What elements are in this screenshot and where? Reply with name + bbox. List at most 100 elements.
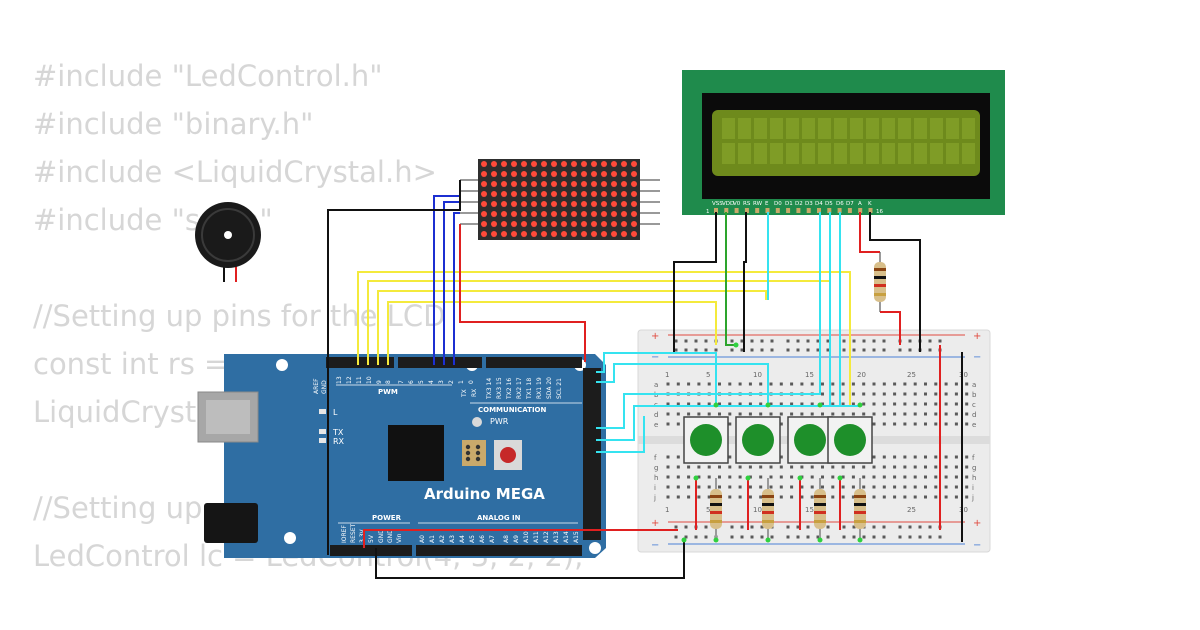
- led-matrix-dot: [551, 181, 557, 187]
- row-letter-c-right: c: [972, 401, 976, 409]
- rail-hole: [928, 348, 932, 352]
- led-matrix-dot: [511, 191, 517, 197]
- led-matrix-dot: [521, 201, 527, 207]
- lcd-character-cell: [898, 143, 911, 164]
- breadboard-hole: [738, 495, 742, 499]
- rail-hole: [694, 339, 698, 343]
- wire-blue-din[interactable]: [433, 195, 460, 365]
- push-button-1[interactable]: [683, 416, 729, 464]
- pin-label-rx0: RX: [471, 389, 478, 397]
- breadboard-hole: [944, 455, 948, 459]
- breadboard-hole: [893, 485, 897, 489]
- wire-yellow-d5[interactable]: [377, 290, 767, 365]
- lcd-character-cells: [722, 118, 975, 164]
- pin-label-rx3: RX3 15: [496, 377, 503, 399]
- breadboard-hole: [872, 465, 876, 469]
- led-matrix-dot: [591, 191, 597, 197]
- rail-hole: [796, 525, 800, 529]
- wire-black-matrix-gnd[interactable]: [327, 180, 461, 555]
- wire-black-lcd-k[interactable]: [869, 212, 921, 352]
- led-matrix-dot: [621, 161, 627, 167]
- rail-hole: [872, 339, 876, 343]
- wire-green-lcd-vdd[interactable]: [725, 212, 736, 346]
- wire-blue-clk[interactable]: [453, 212, 460, 365]
- push-button-cap[interactable]: [794, 424, 826, 456]
- push-button-cap[interactable]: [690, 424, 722, 456]
- led-matrix-dot: [501, 231, 507, 237]
- row-letter-h-left: h: [654, 474, 658, 482]
- push-buttons[interactable]: [683, 416, 873, 464]
- breadboard-hole: [903, 455, 907, 459]
- pin-label-a6: A6: [479, 535, 486, 543]
- lcd-character-cell: [882, 143, 895, 164]
- wire-red-matrix-vcc[interactable]: [459, 224, 586, 362]
- push-button-2[interactable]: [735, 416, 781, 464]
- led-matrix-dot: [551, 231, 557, 237]
- arduino-mega-board[interactable]: PWR L TX RX Arduino MEGA PWM COMMUNICATI…: [197, 354, 606, 558]
- pin-label-tx1: TX1 18: [526, 378, 533, 400]
- resistor-band: [874, 293, 886, 296]
- breadboard-hole: [924, 402, 927, 406]
- led-matrix[interactable]: [460, 159, 660, 240]
- wire-yellow-d4[interactable]: [387, 301, 717, 365]
- connection-dot: [733, 342, 739, 348]
- power-jack[interactable]: [204, 503, 258, 543]
- wire-yellow-d7[interactable]: [357, 271, 851, 405]
- push-button-cap[interactable]: [742, 424, 774, 456]
- wire-cyan-2[interactable]: [596, 363, 769, 405]
- led-matrix-dot: [491, 171, 497, 177]
- breadboard-hole: [687, 465, 691, 469]
- breadboard-hole: [707, 485, 711, 489]
- breadboard-hole: [759, 382, 763, 386]
- rail-hole: [760, 535, 764, 539]
- wire-red-lcd-a[interactable]: [859, 212, 880, 253]
- led-matrix-dot: [541, 201, 547, 207]
- rail-hole: [862, 535, 866, 539]
- led-matrix-dot: [581, 211, 587, 217]
- wire-cyan-5[interactable]: [596, 416, 645, 453]
- lcd-character-cell: [946, 118, 959, 139]
- breadboard-hole: [851, 392, 855, 396]
- resistor-band: [762, 495, 774, 498]
- breadboard-hole: [934, 422, 938, 426]
- lcd-display[interactable]: VSS VDD V0 RS RW E D0 D1 D2 D3 D4 D5 D6 …: [682, 70, 1005, 215]
- connection-dot: [713, 537, 719, 543]
- breadboard-hole: [872, 495, 876, 499]
- breadboard-hole: [707, 382, 711, 386]
- led-matrix-dot: [591, 231, 597, 237]
- push-button-4[interactable]: [827, 416, 873, 464]
- breadboard-hole: [934, 412, 938, 416]
- breadboard-hole: [944, 402, 948, 406]
- reset-button[interactable]: [500, 447, 516, 463]
- pin-label-ioref: IOREF: [341, 525, 348, 543]
- rail-hole: [918, 535, 922, 539]
- wire-black-lcd-vss[interactable]: [673, 212, 717, 352]
- push-button-3[interactable]: [787, 416, 833, 464]
- led-matrix-dot: [621, 181, 627, 187]
- wire-black-gnd-breadboard[interactable]: [375, 540, 685, 579]
- wire-blue-cs[interactable]: [443, 201, 460, 365]
- push-button-cap[interactable]: [834, 424, 866, 456]
- led-matrix-dot: [531, 171, 537, 177]
- wire-black-lcd-rw[interactable]: [743, 212, 747, 352]
- lcd-character-cell: [850, 143, 863, 164]
- code-line-3: #include <LiquidCrystal.h>: [33, 155, 437, 189]
- led-matrix-dot: [581, 201, 587, 207]
- rail-hole: [730, 348, 734, 352]
- breadboard-hole: [728, 485, 732, 489]
- label-rx: RX: [333, 437, 345, 446]
- wire-red-5v[interactable]: [363, 529, 678, 548]
- pin-label-13: 13: [336, 376, 343, 384]
- pin-label-9: 9: [376, 380, 383, 384]
- wire-cyan-1[interactable]: [596, 352, 717, 405]
- rail-hole: [826, 535, 830, 539]
- wire-cyan-3[interactable]: [596, 212, 821, 429]
- column-number-30-bottom: 30: [959, 506, 968, 514]
- led-matrix-dot: [581, 191, 587, 197]
- wire-red-backlight[interactable]: [880, 311, 901, 345]
- breadboard-hole: [821, 412, 824, 416]
- led-matrix-dot: [561, 201, 567, 207]
- breadboard-hole: [862, 402, 866, 406]
- lcd-character-cell: [962, 118, 975, 139]
- piezo-buzzer[interactable]: [195, 202, 261, 282]
